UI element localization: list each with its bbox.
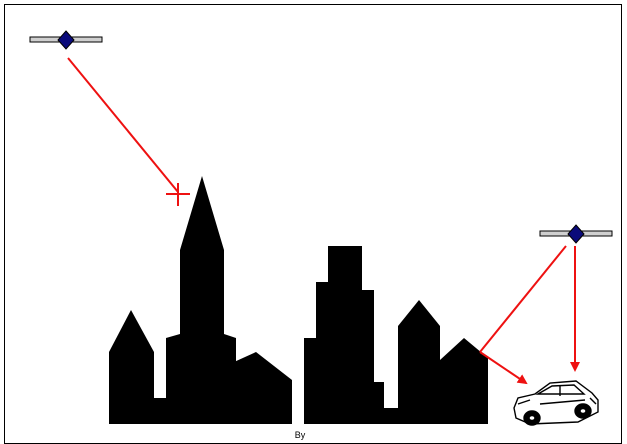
car-icon [514, 381, 598, 425]
satellite-right-icon [540, 225, 612, 243]
blocked-signal-icon [166, 183, 190, 206]
satellite-left-icon [30, 31, 102, 49]
city-skyline [109, 176, 488, 424]
blocked-signal-line [68, 58, 178, 192]
reflected-signal-line [480, 246, 566, 352]
credit-text: By [0, 430, 600, 440]
